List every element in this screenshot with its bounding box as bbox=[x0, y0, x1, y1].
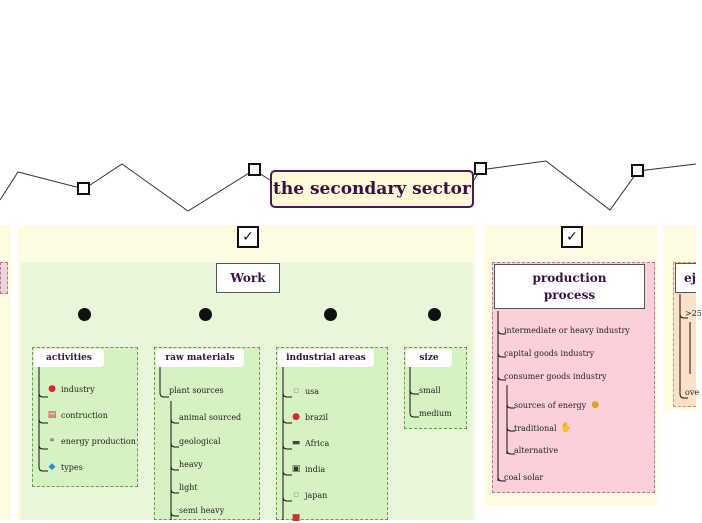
industrial-areas-branch-lines bbox=[282, 367, 292, 520]
list-item[interactable]: medium bbox=[419, 409, 452, 418]
list-item[interactable]: ▫ usa bbox=[290, 386, 319, 396]
connector-square[interactable] bbox=[631, 164, 644, 177]
list-item[interactable]: light bbox=[179, 483, 198, 492]
raw-materials-branch-lines bbox=[159, 367, 179, 520]
list-item[interactable]: capital goods industry bbox=[504, 349, 595, 358]
production-node[interactable]: production process bbox=[494, 264, 645, 309]
branch-dot[interactable] bbox=[428, 308, 441, 321]
work-node-label: Work bbox=[230, 271, 266, 285]
connector-square[interactable] bbox=[474, 162, 487, 175]
branch-dot[interactable] bbox=[324, 308, 337, 321]
central-topic-label: the secondary sector bbox=[273, 179, 471, 199]
list-item[interactable]: animal sourced bbox=[179, 413, 242, 422]
list-item[interactable]: ove bbox=[685, 388, 700, 397]
size-title[interactable]: size bbox=[406, 349, 452, 367]
list-item[interactable]: ▣ india bbox=[291, 464, 326, 474]
list-item[interactable]: >25 bbox=[685, 309, 702, 318]
list-item[interactable]: small bbox=[419, 386, 441, 395]
link-icon: ⚭ bbox=[48, 436, 56, 446]
activities-title[interactable]: activities bbox=[34, 349, 104, 367]
list-item[interactable]: plant sources bbox=[169, 386, 224, 395]
industrial-areas-group bbox=[276, 347, 388, 520]
list-item[interactable]: coal solar bbox=[504, 473, 544, 482]
list-item[interactable]: sources of energy ● bbox=[514, 400, 601, 410]
activities-branch-lines bbox=[38, 367, 48, 472]
pin-icon: ● bbox=[591, 400, 600, 410]
right-partial-node[interactable]: ej bbox=[675, 263, 696, 293]
hand-icon: ✋ bbox=[559, 423, 572, 433]
connector-square[interactable] bbox=[248, 163, 261, 176]
branch-dot[interactable] bbox=[199, 308, 212, 321]
flag-icon: ▫ bbox=[292, 386, 300, 396]
bird-icon: ◆ bbox=[48, 462, 56, 472]
right-partial-branch-lines bbox=[679, 294, 691, 399]
work-node[interactable]: Work bbox=[216, 263, 280, 293]
pin-icon: ● bbox=[292, 412, 300, 422]
monitor-icon: ▬ bbox=[291, 438, 301, 448]
raw-materials-title[interactable]: raw materials bbox=[156, 349, 244, 367]
list-item[interactable]: alternative bbox=[514, 446, 559, 455]
list-item[interactable]: ▫ japan bbox=[290, 490, 327, 500]
connector-square[interactable] bbox=[77, 182, 90, 195]
list-item[interactable]: ● brazil bbox=[290, 412, 328, 422]
list-item[interactable]: ■ bbox=[290, 513, 302, 523]
list-item[interactable]: ▤ contruction bbox=[47, 410, 108, 420]
list-item[interactable]: traditional ✋ bbox=[514, 423, 572, 433]
list-item[interactable]: consumer goods industry bbox=[504, 372, 607, 381]
central-topic[interactable]: the secondary sector bbox=[270, 170, 474, 208]
size-branch-lines bbox=[409, 367, 419, 418]
industrial-areas-title[interactable]: industrial areas bbox=[278, 349, 374, 367]
left-partial-band bbox=[0, 225, 11, 520]
activities-group bbox=[32, 347, 138, 487]
list-item[interactable]: heavy bbox=[179, 460, 203, 469]
radio-icon: ▣ bbox=[291, 464, 301, 474]
flag-icon: ▫ bbox=[292, 490, 300, 500]
list-item[interactable]: semi heavy bbox=[179, 506, 225, 515]
pin-icon: ● bbox=[48, 384, 56, 394]
list-item[interactable]: ▬ Africa bbox=[291, 438, 330, 448]
list-item[interactable]: ◆ types bbox=[46, 462, 83, 472]
list-item[interactable]: ⚭ energy production bbox=[46, 436, 136, 446]
list-item[interactable]: intermediate or heavy industry bbox=[504, 326, 630, 335]
list-item[interactable]: geological bbox=[179, 437, 221, 446]
production-node-label: production process bbox=[532, 270, 607, 302]
production-branch-lines bbox=[497, 311, 515, 482]
branch-dot[interactable] bbox=[78, 308, 91, 321]
checkbox-icon[interactable]: ✓ bbox=[237, 226, 259, 248]
checkbox-icon[interactable]: ✓ bbox=[561, 226, 583, 248]
list-item[interactable]: ● industry bbox=[46, 384, 95, 394]
calendar-icon: ▤ bbox=[47, 410, 57, 420]
left-partial-card bbox=[0, 262, 8, 294]
box-icon: ■ bbox=[291, 513, 301, 523]
